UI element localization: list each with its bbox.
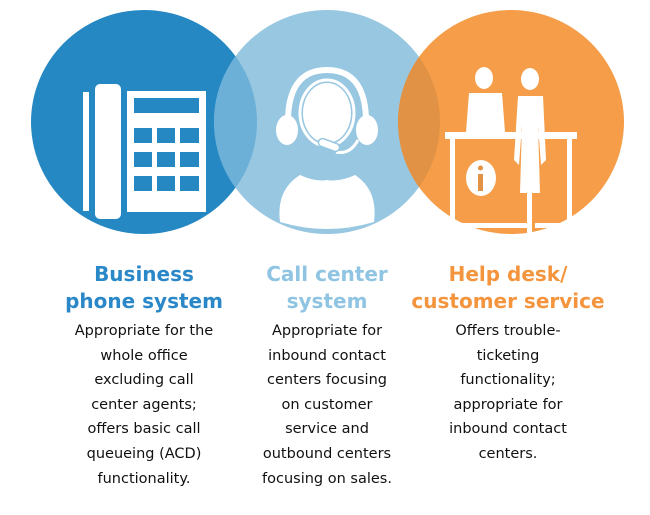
desc-line: ticketing [476, 347, 540, 364]
desc-line: service and [285, 421, 369, 438]
title-line: Help desk/ [448, 262, 568, 286]
desc-line: focusing on sales. [262, 470, 392, 487]
desc-line: excluding call [94, 372, 194, 389]
desc-line: Appropriate for the [74, 323, 214, 339]
title-line: Business [94, 262, 194, 286]
column-title: Call center system [227, 261, 427, 315]
desc-line: Appropriate for [271, 323, 383, 339]
column-description: Appropriate for inbound contact centers … [227, 319, 427, 491]
desc-line: Offers trouble- [455, 323, 561, 339]
desc-line: offers basic call [87, 421, 201, 438]
desc-line: center agents; [91, 396, 197, 413]
business-phone-column: Business phone system Appropriate for th… [44, 261, 244, 491]
title-line: Call center [266, 262, 388, 286]
column-title: Business phone system [44, 261, 244, 315]
desc-line: outbound centers [262, 445, 392, 462]
desc-line: inbound contact [268, 347, 386, 364]
desc-line: queueing (ACD) [86, 445, 202, 462]
column-description: Appropriate for the whole office excludi… [44, 319, 244, 491]
circles-graphic [31, 10, 624, 237]
desc-line: functionality. [97, 470, 191, 487]
help-desk-icon [445, 67, 577, 237]
desc-line: on customer [281, 396, 373, 413]
column-title: Help desk/ customer service [408, 261, 608, 315]
headset-agent-icon [276, 66, 378, 229]
desc-line: appropriate for [453, 396, 563, 413]
desk-phone-icon [83, 84, 206, 219]
help-desk-column: Help desk/ customer service Offers troub… [408, 261, 608, 467]
column-description: Offers trouble- ticketing functionality;… [408, 319, 608, 467]
title-line: phone system [65, 289, 223, 313]
desc-line: inbound contact [449, 421, 567, 438]
desc-line: centers focusing [267, 372, 387, 389]
desc-line: centers. [478, 445, 538, 462]
title-line: customer service [411, 289, 605, 313]
call-center-column: Call center system Appropriate for inbou… [227, 261, 427, 491]
title-line: system [286, 289, 368, 313]
desc-line: functionality; [460, 372, 556, 389]
desc-line: whole office [100, 347, 188, 364]
